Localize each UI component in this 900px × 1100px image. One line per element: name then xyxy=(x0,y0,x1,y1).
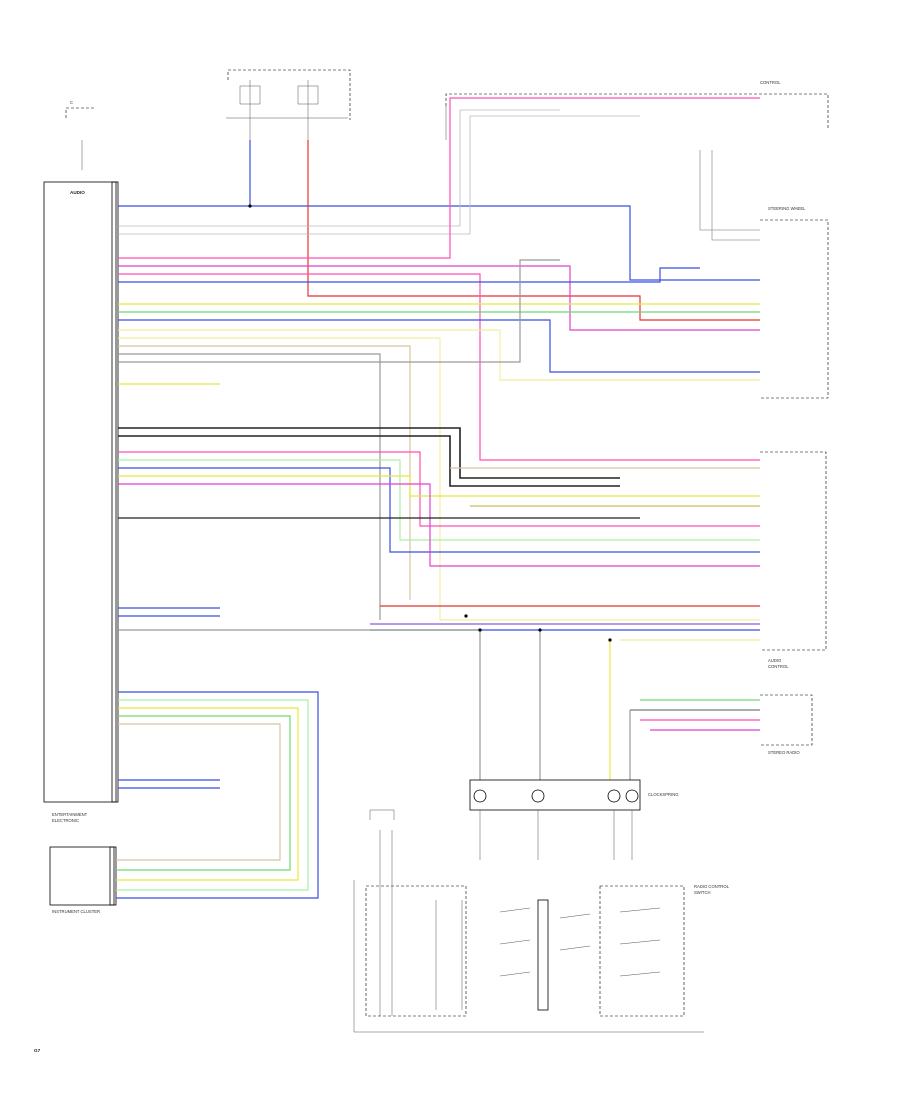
wire-yellow-loop xyxy=(116,707,299,881)
wire-lightyellow-2 xyxy=(118,337,760,621)
clockspring-label: CLOCKSPRING xyxy=(648,792,678,797)
wire-pink-1 xyxy=(118,97,660,259)
wire-blue-1 xyxy=(118,205,760,281)
right-mid-label-2: CONTROL xyxy=(768,664,789,669)
wire-lightgreen-1 xyxy=(118,459,760,541)
right-low-label-1: STEREO RADIO xyxy=(768,750,800,755)
wire-magenta-2 xyxy=(118,483,760,567)
wire-tan-loop xyxy=(116,723,281,861)
top-fuse-group xyxy=(226,69,351,140)
wire-gray-3 xyxy=(118,353,381,620)
wire-blue-3 xyxy=(118,319,760,373)
switch-label-1: RADIO CONTROL xyxy=(694,884,730,889)
right-mid-label-1: AUDIO xyxy=(768,658,782,663)
wire-blue-4 xyxy=(118,467,760,553)
wire-lightyellow-1 xyxy=(118,329,760,381)
instrument-cluster-label: INSTRUMENT CLUSTER xyxy=(52,909,100,914)
main-module-label-1: ENTERTAINMENT xyxy=(52,812,88,817)
instrument-cluster-box: INSTRUMENT CLUSTER xyxy=(49,846,117,914)
right-mid-module: AUDIO CONTROL xyxy=(760,451,827,669)
main-module: ENTERTAINMENT ELECTRONIC AUDIO xyxy=(43,181,119,823)
right-low-module: STEREO RADIO xyxy=(760,694,813,755)
clockspring: CLOCKSPRING xyxy=(469,779,678,860)
wire-red-top-fuse xyxy=(307,140,760,321)
wire-tan-1 xyxy=(118,345,411,600)
switch-assembly: RADIO CONTROL SWITCH xyxy=(353,809,730,1033)
wire-gray-right-2 xyxy=(711,150,760,241)
wire-gray-5 xyxy=(118,629,481,780)
top-left-label: C xyxy=(70,100,73,105)
wire-blue-loop xyxy=(116,691,319,899)
wire-magenta-1 xyxy=(118,265,760,331)
wire-gray-right xyxy=(699,150,760,231)
wire-blue-2 xyxy=(118,267,700,283)
wire-lightgreen-loop xyxy=(116,699,309,891)
right-upper-module: STEERING WHEEL xyxy=(760,206,829,399)
wire-gray-4 xyxy=(118,259,560,363)
top-right-module: CONTROL xyxy=(445,80,829,140)
wire-bundle xyxy=(116,97,760,899)
wire-black-1 xyxy=(118,427,620,479)
right-upper-label-1: STEERING WHEEL xyxy=(768,206,806,211)
wire-pink-2 xyxy=(118,273,760,461)
junction-dots xyxy=(248,204,612,642)
wire-gray-1 xyxy=(118,109,560,227)
wire-gray-2 xyxy=(118,115,640,235)
wire-green-loop xyxy=(116,715,291,871)
diagram-caption: G7 xyxy=(34,1048,41,1053)
top-left-connector: C xyxy=(65,100,96,170)
main-module-title: AUDIO xyxy=(70,190,85,195)
wire-black-2 xyxy=(118,435,620,487)
main-module-label-2: ELECTRONIC xyxy=(52,818,79,823)
top-right-label: CONTROL xyxy=(760,80,781,85)
switch-label-2: SWITCH xyxy=(694,890,711,895)
wire-yellow-3 xyxy=(118,475,760,497)
wire-pink-3 xyxy=(118,451,760,527)
